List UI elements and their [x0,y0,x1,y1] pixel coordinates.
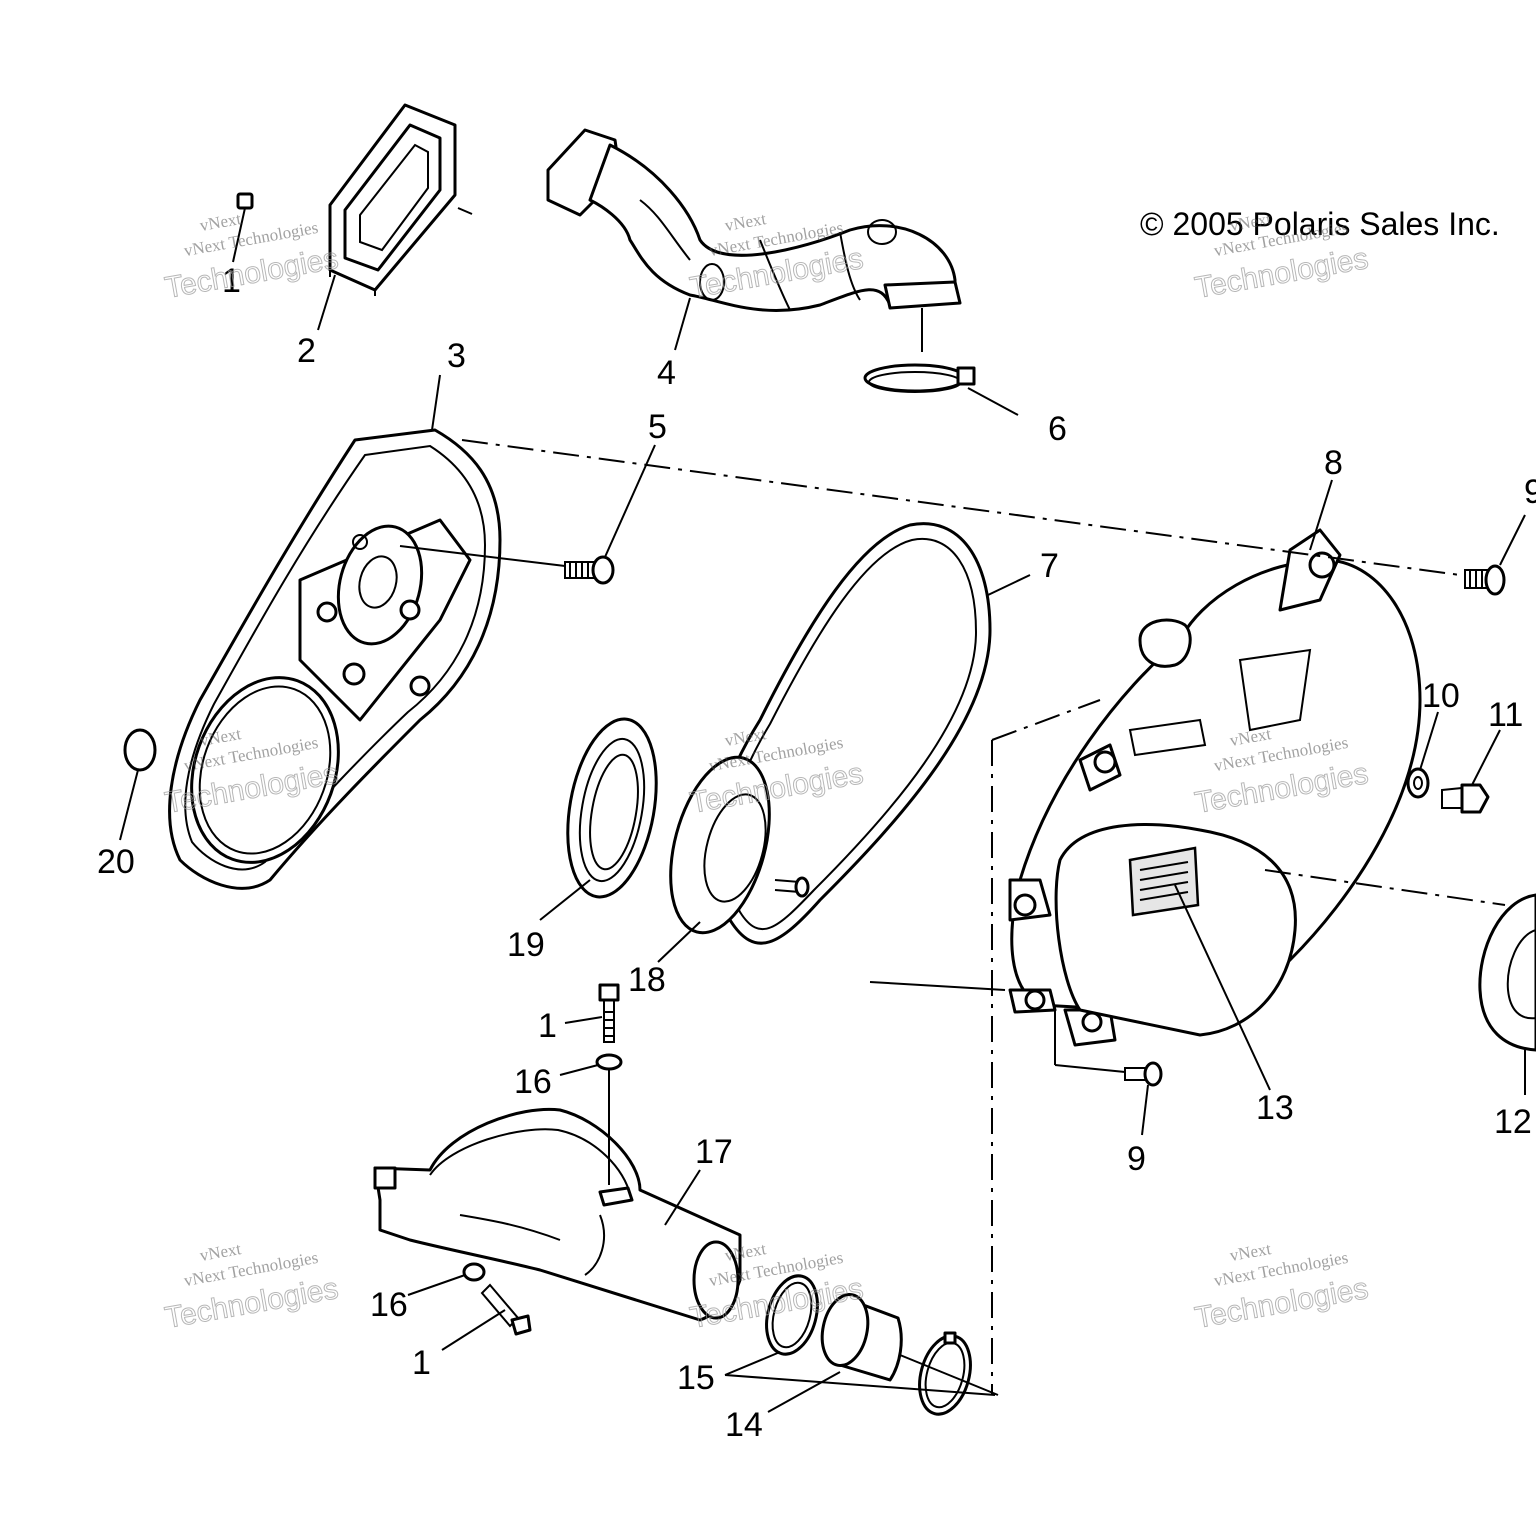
callout-1-top: 1 [222,262,241,300]
part-1-bolt-mid [598,983,620,1043]
watermark-5: vNext vNext Technologies Technologies [687,724,866,820]
callout-14: 14 [725,1406,763,1444]
watermark-7: vNext vNext Technologies Technologies [162,1239,341,1335]
callout-13: 13 [1256,1089,1294,1127]
part-16-washer-mid [595,1053,623,1185]
callout-11: 11 [1488,696,1523,734]
part-20-plug [123,728,157,772]
part-2-intake-boot [328,103,473,296]
callout-17: 17 [695,1133,733,1171]
callout-15: 15 [677,1359,715,1397]
watermark-1: vNext vNext Technologies Technologies [162,209,341,305]
callout-3: 3 [447,337,466,375]
part-9-bolt-bottom [1124,1061,1163,1087]
callout-16-low: 16 [370,1286,408,1324]
callout-20: 20 [97,843,135,881]
callout-2: 2 [297,332,316,370]
part-15-clamp-right [918,1331,972,1416]
callout-18: 18 [628,961,666,999]
copyright-text: © 2005 Polaris Sales Inc. [1140,206,1500,242]
part-12-gasket [1478,893,1536,1052]
callout-16-mid: 16 [514,1063,552,1101]
part-15-clamp-left [765,1274,819,1356]
part-3-inner-cover [168,428,502,890]
part-16-washer-low [462,1262,486,1282]
part-1-bolt-top [232,192,254,263]
part-19-seal [566,717,658,899]
part-5-bolt [399,545,615,585]
callout-5: 5 [648,408,667,446]
part-4-intake-duct [546,128,962,312]
callout-6: 6 [1048,410,1067,448]
watermark-9: vNext vNext Technologies Technologies [1192,1239,1371,1335]
callout-labels: 1 2 3 4 5 6 7 8 9 10 11 12 13 9 20 19 18… [97,262,1536,1444]
part-18-retainer [669,755,810,935]
callout-7: 7 [1040,547,1059,585]
part-14-coupler [820,1292,903,1382]
callout-4: 4 [657,354,676,392]
callout-19: 19 [507,926,545,964]
part-6-hose-clamp [863,308,976,393]
part-7-drive-belt [711,522,992,945]
callout-9-bottom: 9 [1127,1140,1146,1178]
part-10-washer [1406,767,1430,799]
part-11-drain-plug [1441,783,1490,814]
callout-1-low: 1 [412,1344,431,1382]
alignment-lines [461,439,1506,1396]
callout-12: 12 [1494,1103,1532,1141]
callout-8: 8 [1324,444,1343,482]
callout-9-top: 9 [1524,473,1536,511]
part-9-bolt-top [1464,564,1506,596]
part-8-outer-cover [1008,528,1422,1047]
callout-1-mid: 1 [538,1007,557,1045]
part-1-bolt-low [480,1283,532,1336]
leader-lines [119,274,1526,1413]
part-17-outlet-duct [373,1107,742,1322]
callout-10: 10 [1422,677,1460,715]
